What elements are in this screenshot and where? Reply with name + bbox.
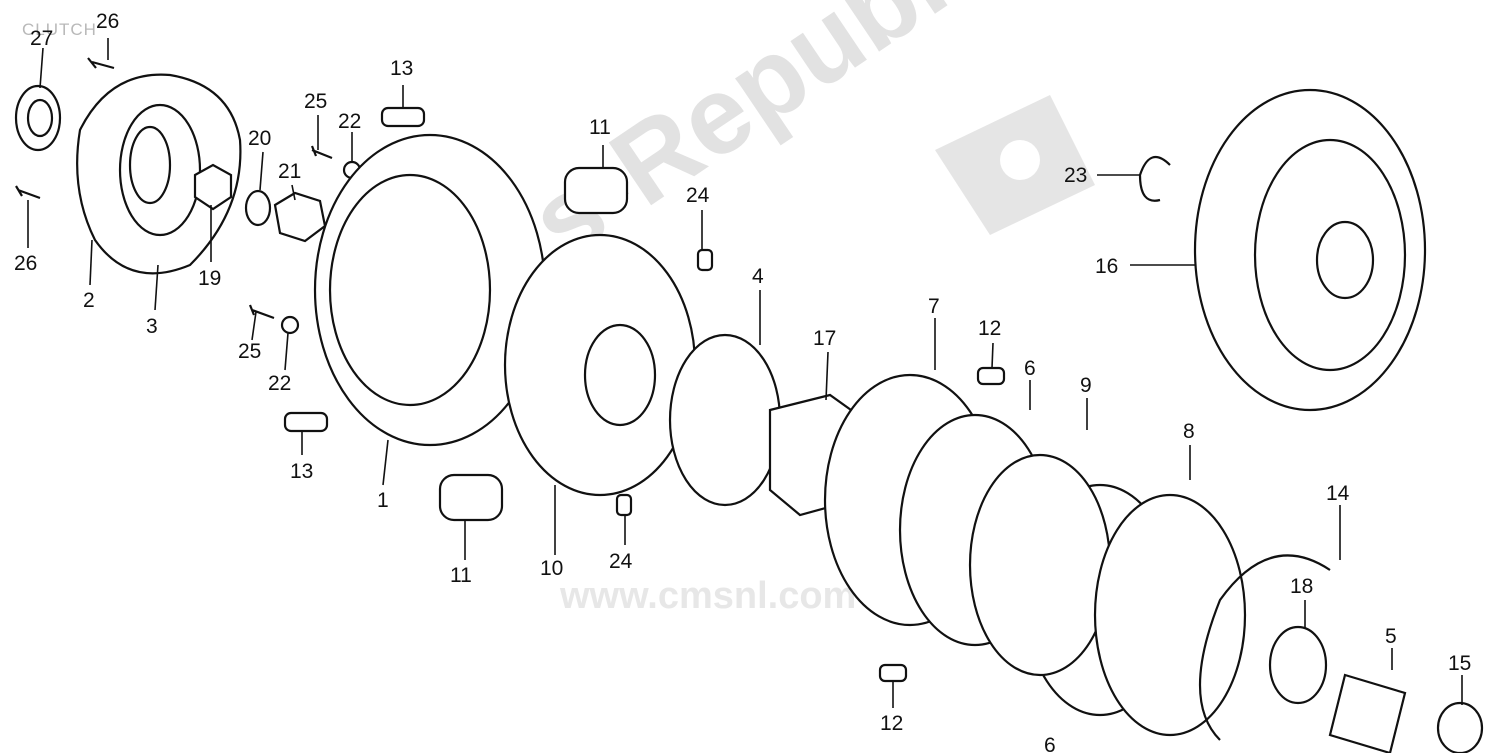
callout-5: 5 xyxy=(1385,625,1397,648)
spring-part xyxy=(438,473,504,522)
callout-21: 21 xyxy=(278,160,301,183)
callout-13: 13 xyxy=(290,460,313,483)
clutch-plate-part xyxy=(968,453,1112,677)
bearing-part xyxy=(14,84,62,152)
callout-20: 20 xyxy=(248,127,271,150)
oil-seal-part xyxy=(1436,701,1484,753)
bolt-part xyxy=(248,304,275,320)
primary-drive-gear-part xyxy=(1268,625,1328,705)
callout-27: 27 xyxy=(30,27,53,50)
screw-part xyxy=(15,57,115,200)
callout-12: 12 xyxy=(978,317,1001,340)
clutch-plate-part xyxy=(503,233,697,497)
lock-washer-part xyxy=(273,191,327,243)
callout-14: 14 xyxy=(1326,482,1350,505)
callout-4: 4 xyxy=(752,265,764,288)
callout-6: 6 xyxy=(1044,734,1056,753)
spring-part xyxy=(563,166,629,215)
callout-24: 24 xyxy=(686,184,710,207)
driven-gear-part xyxy=(1193,88,1427,412)
callout-2: 2 xyxy=(83,289,95,312)
watermark-gear-icon xyxy=(935,95,1095,235)
clutch-plate-part xyxy=(1093,493,1247,737)
small-spring-part xyxy=(878,663,908,683)
callout-11: 11 xyxy=(450,564,472,587)
callout-15: 15 xyxy=(1448,652,1471,675)
callout-1: 1 xyxy=(377,489,389,512)
spring-part xyxy=(283,411,329,433)
callout-6: 6 xyxy=(1024,357,1036,380)
clutch-cover-part xyxy=(76,73,242,275)
callout-22: 22 xyxy=(338,110,361,133)
callout-8: 8 xyxy=(1183,420,1195,443)
callout-16: 16 xyxy=(1095,255,1118,278)
callout-10: 10 xyxy=(540,557,563,580)
snap-ring-part xyxy=(1199,554,1331,741)
one-way-clutch-part xyxy=(668,333,782,507)
circlip-part xyxy=(1138,155,1171,202)
callout-25: 25 xyxy=(238,340,261,363)
callout-18: 18 xyxy=(1290,575,1313,598)
callout-11: 11 xyxy=(589,116,611,139)
callout-12: 12 xyxy=(880,712,903,735)
callout-3: 3 xyxy=(146,315,158,338)
pin-part xyxy=(615,493,633,517)
callout-7: 7 xyxy=(928,295,940,318)
washer-part xyxy=(280,315,300,335)
callout-26: 26 xyxy=(96,10,119,33)
callout-25: 25 xyxy=(304,90,327,113)
callout-9: 9 xyxy=(1080,374,1092,397)
bolt-part xyxy=(310,145,333,160)
bushing-part xyxy=(1328,673,1407,753)
callout-labels: 27 26 26 2 3 19 20 21 25 22 25 22 13 13 … xyxy=(14,10,1471,753)
callout-13: 13 xyxy=(390,57,413,80)
washer-part xyxy=(244,189,272,227)
callout-22: 22 xyxy=(268,372,291,395)
pin-part xyxy=(696,248,714,272)
spring-part xyxy=(380,106,426,128)
callout-17: 17 xyxy=(813,327,836,350)
callout-24: 24 xyxy=(609,550,633,573)
callout-26: 26 xyxy=(14,252,37,275)
leader-lines xyxy=(27,38,1463,708)
small-spring-part xyxy=(976,366,1006,386)
diagram-title: CLUTCH xyxy=(22,20,97,39)
lock-nut-part xyxy=(193,163,233,211)
watermark-url: www.cmsnl.com xyxy=(560,575,857,617)
callout-19: 19 xyxy=(198,267,221,290)
callout-23: 23 xyxy=(1064,164,1087,187)
